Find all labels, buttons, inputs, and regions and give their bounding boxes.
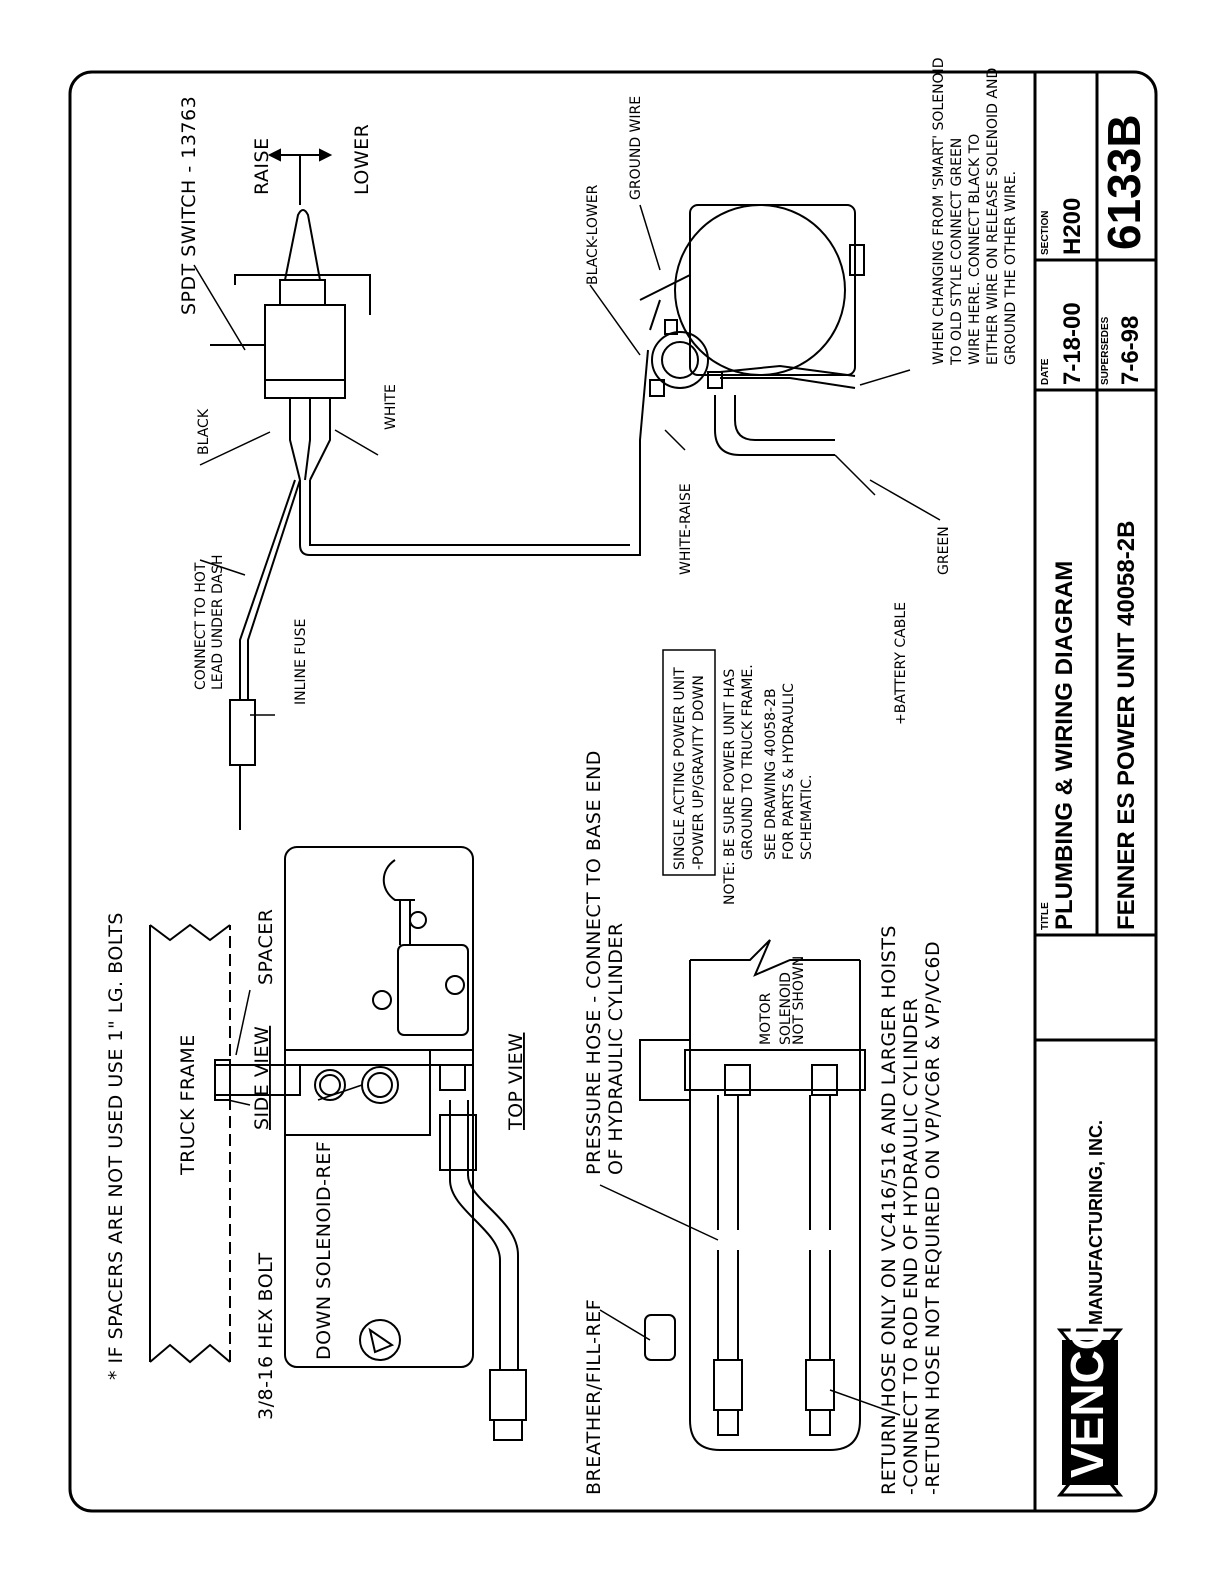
single-acting-box: SINGLE ACTING POWER UNIT -POWER UP/GRAVI… — [662, 649, 716, 876]
single-acting-line-2: -POWER UP/GRAVITY DOWN — [691, 675, 707, 870]
ground-note-4: FOR PARTS & HYDRAULIC — [781, 683, 797, 860]
pressure-hose-label-2: OF HYDRAULIC CYLINDER — [605, 922, 627, 1175]
single-acting-line-1: SINGLE ACTING POWER UNIT — [672, 667, 688, 870]
smart-solenoid-line-3: WIRE HERE. CONNECT BLACK TO — [967, 134, 983, 365]
venco-logo: VENCO — [1056, 1314, 1124, 1497]
black-label: BLACK — [196, 408, 212, 455]
sheet-border — [68, 70, 1158, 1513]
lower-label: LOWER — [351, 124, 373, 195]
smart-solenoid-line-4: EITHER WIRE ON RELEASE SOLENOID AND — [985, 68, 1001, 365]
title-caption: TITLE — [1040, 902, 1051, 930]
supersedes-caption: SUPERSEDES — [1100, 316, 1111, 385]
connect-hot-line-2: LEAD UNDER DASH — [210, 554, 226, 690]
section-value: H200 — [1059, 198, 1086, 255]
side-view-title-visible: SIDE VIEW — [251, 1026, 273, 1130]
spdt-switch-label: SPDT SWITCH - 13763 — [178, 96, 200, 315]
motor-label: MOTOR — [758, 992, 774, 1045]
ground-note-1: NOTE: BE SURE POWER UNIT HAS — [722, 669, 738, 905]
date-caption: DATE — [1040, 358, 1051, 385]
return-hose-line-3: -RETURN HOSE NOT REQUIRED ON VP/VC6R & V… — [922, 941, 944, 1495]
black-lower-label: BLACK-LOWER — [585, 184, 601, 285]
drawing-title-line2: FENNER ES POWER UNIT 40058-2B — [1113, 521, 1140, 930]
supersedes-value: 7-6-98 — [1117, 316, 1144, 385]
return-hose-line-1: RETURN HOSE ONLY ON VC416/516 AND LARGER… — [878, 925, 900, 1495]
down-solenoid-label: DOWN SOLENOID-REF — [313, 1141, 335, 1360]
company-name: MANUFACTURING, INC. — [1086, 1120, 1106, 1325]
switch-wiring-drawing — [210, 148, 865, 830]
solenoid-not-shown-2: NOT SHOWN — [791, 956, 807, 1045]
top-view-title: TOP VIEW — [505, 1033, 527, 1131]
date-value: 7-18-00 — [1059, 302, 1086, 385]
logo-text: VENCO — [1061, 1314, 1113, 1478]
pressure-hose-label-1: PRESSURE HOSE - CONNECT TO BASE END — [583, 750, 605, 1175]
section-caption: SECTION — [1040, 211, 1051, 255]
white-label: WHITE — [383, 384, 399, 430]
smart-solenoid-line-5: GROUND THE OTHER WIRE. — [1003, 171, 1019, 365]
ground-note-2: GROUND TO TRUCK FRAME. — [740, 664, 756, 860]
solenoid-not-shown-1: SOLENOID — [778, 972, 794, 1045]
raise-label: RAISE — [251, 137, 273, 195]
smart-solenoid-line-1: WHEN CHANGING FROM 'SMART' SOLENOID — [931, 58, 947, 365]
leader-lines — [193, 204, 941, 1416]
truck-frame-label: TRUCK FRAME — [177, 1034, 199, 1176]
ground-wire-label: GROUND WIRE — [628, 96, 644, 200]
spacers-note: * IF SPACERS ARE NOT USED USE 1" LG. BOL… — [105, 912, 127, 1380]
spacer-label: SPACER — [255, 909, 277, 985]
hex-bolt-label: 3/8-16 HEX BOLT — [255, 1252, 277, 1420]
green-label: GREEN — [936, 526, 952, 575]
drawing-title-line1: PLUMBING & WIRING DIAGRAM — [1051, 561, 1078, 930]
breather-label: BREATHER/FILL-REF — [583, 1299, 605, 1495]
connect-hot-line-1: CONNECT TO HOT — [193, 562, 209, 690]
top-view-drawing — [149, 846, 527, 1441]
inline-fuse-label: INLINE FUSE — [293, 619, 309, 705]
white-raise-label: WHITE-RAISE — [678, 483, 694, 575]
ground-note-5: SCHEMATIC. — [799, 774, 815, 860]
return-hose-line-2: -CONNECT TO ROD END OF HYDRAULIC CYLINDE… — [900, 998, 922, 1495]
side-view-drawing — [639, 939, 866, 1451]
smart-solenoid-line-2: TO OLD STYLE CONNECT GREEN — [949, 138, 965, 366]
ground-note-3: SEE DRAWING 40058-2B — [763, 688, 779, 860]
drawing-number: 6133B — [1098, 114, 1150, 250]
battery-cable-label: +BATTERY CABLE — [893, 602, 909, 725]
